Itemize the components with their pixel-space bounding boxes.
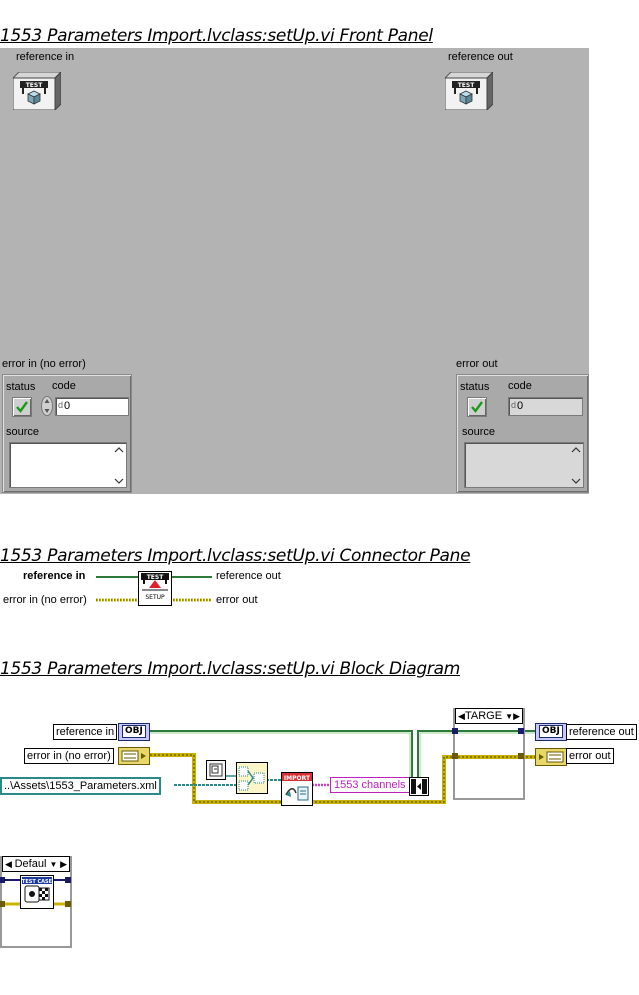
obj-tag: OBJ xyxy=(122,725,146,738)
case-dropdown-icon[interactable]: ▼ xyxy=(505,712,514,721)
bd-reference-in-label: reference in xyxy=(53,724,118,740)
error-out-cluster: status code d 0 source xyxy=(456,374,589,493)
vi-path-icon xyxy=(209,763,223,777)
status-label: status xyxy=(6,381,36,393)
setup-vi-icon: TEST SETUP xyxy=(138,571,172,606)
block-diagram-title: 1553 Parameters Import.lvclass:setUp.vi … xyxy=(0,659,460,679)
numeric-radix: d xyxy=(511,400,517,410)
test-class-icon: TEST xyxy=(443,70,495,112)
svg-text:TEST: TEST xyxy=(26,82,44,89)
code-numeric-indicator: d 0 xyxy=(508,397,583,416)
svg-text:TEST: TEST xyxy=(458,82,476,89)
case-selector-label: Defaul xyxy=(14,858,47,870)
case-prev-icon[interactable]: ◀ xyxy=(458,711,465,721)
code-label: code xyxy=(508,380,532,392)
source-label: source xyxy=(6,426,40,438)
reference-out-terminal[interactable]: OBJ xyxy=(535,723,567,741)
conn-error-out-label: error out xyxy=(216,594,258,606)
connector-pane-title: 1553 Parameters Import.lvclass:setUp.vi … xyxy=(0,546,471,566)
bd-error-in-label: error in (no error) xyxy=(24,748,114,764)
case-selector-label: TARGE xyxy=(464,710,503,722)
case-tunnel xyxy=(518,753,524,759)
checkmark-icon xyxy=(471,401,483,413)
build-path-node[interactable] xyxy=(236,762,268,794)
import-subvi[interactable]: IMPORT xyxy=(281,772,313,806)
error-in-cluster: status code d 0 source xyxy=(2,374,132,493)
connector-wires xyxy=(96,576,212,602)
source-string-indicator xyxy=(464,442,584,488)
case-dropdown-icon[interactable]: ▼ xyxy=(49,860,58,869)
svg-text:SETUP: SETUP xyxy=(145,594,165,601)
case-next-icon[interactable]: ▶ xyxy=(60,859,67,869)
obj-tag: OBJ xyxy=(539,725,563,738)
conn-reference-in-label: reference in xyxy=(23,570,86,582)
xml-path-constant[interactable]: ..\Assets\1553_Parameters.xml xyxy=(0,777,161,795)
source-scrollbar[interactable] xyxy=(112,443,126,487)
code-numeric-field[interactable]: d 0 xyxy=(55,397,129,416)
numeric-radix: d xyxy=(58,400,64,410)
reference-out-label: reference out xyxy=(448,51,513,63)
test-class-icon: TEST xyxy=(11,70,63,112)
bundle-icon xyxy=(411,779,427,794)
reference-in-terminal[interactable]: OBJ xyxy=(118,723,150,741)
conn-reference-out-label: reference out xyxy=(216,570,281,582)
code-increment-decrement[interactable] xyxy=(41,396,53,416)
case-tunnel xyxy=(65,901,71,907)
case-prev-icon[interactable]: ◀ xyxy=(5,859,12,869)
svg-text:TEST: TEST xyxy=(147,574,165,581)
case-tunnel xyxy=(0,877,5,883)
case-tunnel xyxy=(452,728,458,734)
status-indicator xyxy=(467,397,487,417)
testcase-icon: TEST CASE xyxy=(22,877,53,903)
code-value: 0 xyxy=(517,400,524,412)
status-checkbox[interactable] xyxy=(12,397,32,417)
bundle-node[interactable] xyxy=(409,777,429,796)
source-string-field[interactable] xyxy=(9,442,127,488)
source-label: source xyxy=(462,426,496,438)
checkmark-icon xyxy=(16,401,28,413)
target-case-selector[interactable]: ◀ TARGE ▼ ▶ xyxy=(455,708,523,724)
scroll-arrows-icon xyxy=(114,447,124,484)
conn-error-in-label: error in (no error) xyxy=(3,594,87,606)
current-vi-path-node[interactable] xyxy=(206,760,226,780)
block-diagram-wires xyxy=(150,730,535,804)
bd-reference-out-label: reference out xyxy=(566,724,637,740)
code-label: code xyxy=(52,380,76,392)
reference-out-indicator[interactable]: TEST xyxy=(443,70,495,112)
error-out-terminal[interactable] xyxy=(535,748,567,766)
front-panel-title: 1553 Parameters Import.lvclass:setUp.vi … xyxy=(0,26,433,46)
front-panel: reference in TEST reference out TEST xyxy=(0,48,589,494)
channels-string-constant[interactable]: 1553 channels xyxy=(330,777,410,793)
case-tunnel xyxy=(452,753,458,759)
error-cluster-icon xyxy=(121,750,146,762)
svg-text:IMPORT: IMPORT xyxy=(284,775,311,782)
target-case-structure[interactable]: ◀ TARGE ▼ ▶ xyxy=(452,708,525,800)
default-case-selector[interactable]: ◀ Defaul ▼ ▶ xyxy=(2,856,70,872)
error-in-terminal[interactable] xyxy=(118,747,150,765)
default-case-structure[interactable]: ◀ Defaul ▼ ▶ TEST CASE xyxy=(0,856,72,948)
reference-in-label: reference in xyxy=(16,51,75,63)
import-icon: IMPORT xyxy=(282,773,312,801)
case-tunnel xyxy=(518,728,524,734)
build-path-icon xyxy=(238,766,265,791)
status-label: status xyxy=(460,381,490,393)
error-out-label: error out xyxy=(456,358,498,370)
code-value: 0 xyxy=(64,400,71,412)
svg-text:TEST CASE: TEST CASE xyxy=(22,879,53,885)
case-next-icon[interactable]: ▶ xyxy=(513,711,520,721)
bd-error-out-label: error out xyxy=(566,748,614,764)
source-scrollbar[interactable] xyxy=(569,443,583,487)
reference-in-control[interactable]: TEST xyxy=(11,70,63,112)
error-in-label: error in (no error) xyxy=(2,358,86,370)
case-tunnel xyxy=(65,877,71,883)
testcase-setup-subvi[interactable]: TEST CASE xyxy=(20,875,54,909)
error-cluster-icon xyxy=(539,751,564,763)
scroll-arrows-icon xyxy=(571,447,581,484)
spinner-arrows-icon xyxy=(41,396,53,416)
case-tunnel xyxy=(0,901,5,907)
setup-icon: TEST SETUP xyxy=(141,573,169,601)
